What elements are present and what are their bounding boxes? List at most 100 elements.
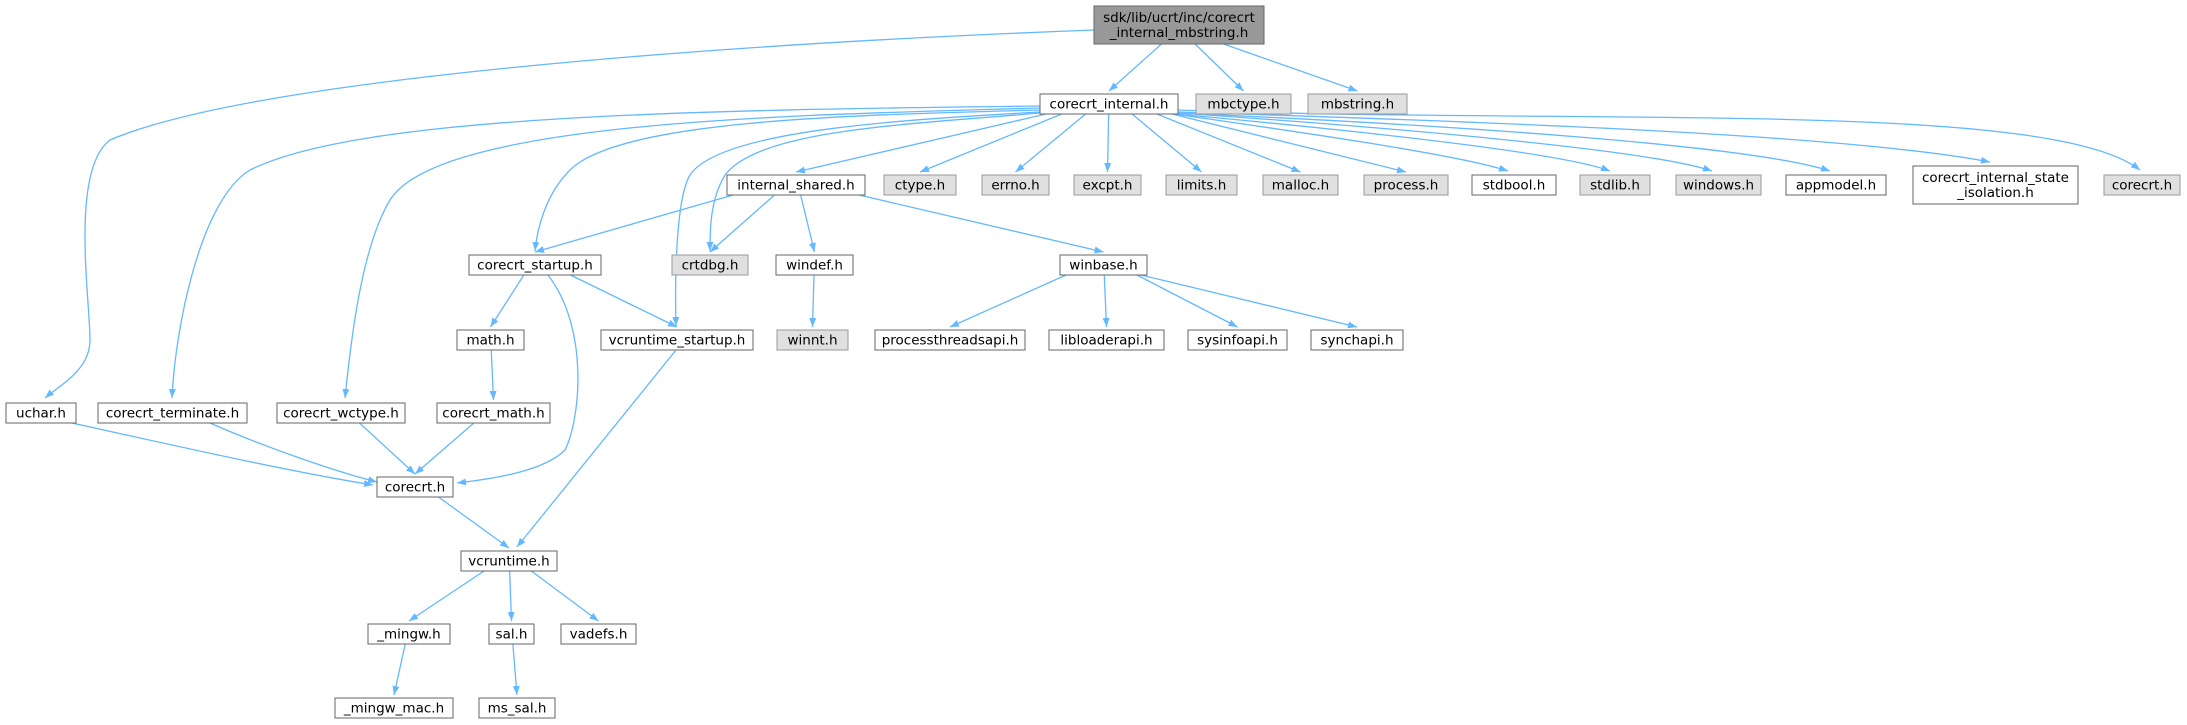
node-box xyxy=(1363,174,1449,196)
edge-corecrt_internal-to-vcruntime_startup xyxy=(672,111,1041,327)
node-label: corecrt.h xyxy=(385,480,445,496)
node-errno[interactable]: errno.h xyxy=(981,174,1050,196)
node-box xyxy=(776,329,849,351)
node-process[interactable]: process.h xyxy=(1363,174,1449,196)
node-corecrt-ext[interactable]: corecrt.h xyxy=(2103,174,2181,196)
node-box xyxy=(600,329,754,351)
node-layer: sdk/lib/ucrt/inc/corecrt_internal_mbstri… xyxy=(5,5,2181,719)
node-corecrt-internal[interactable]: corecrt_internal.h xyxy=(1039,93,1179,115)
node-label: _mingw.h xyxy=(376,627,440,643)
edge-corecrt_math-to-corecrt xyxy=(414,422,475,475)
node-box xyxy=(560,623,637,645)
node-math[interactable]: math.h xyxy=(456,329,525,351)
node-crtdbg[interactable]: crtdbg.h xyxy=(671,254,749,276)
node-box xyxy=(1785,174,1887,196)
node-vcruntime-startup[interactable]: vcruntime_startup.h xyxy=(600,329,754,351)
node-mbctype[interactable]: mbctype.h xyxy=(1195,93,1292,115)
node-box xyxy=(1262,174,1339,196)
node-excpt[interactable]: excpt.h xyxy=(1073,174,1142,196)
node-label: uchar.h xyxy=(16,406,66,422)
node-winbase[interactable]: winbase.h xyxy=(1059,254,1148,276)
edge-internal_shared-to-windef xyxy=(799,194,816,253)
node-box xyxy=(726,174,866,196)
node-sysinfoapi[interactable]: sysinfoapi.h xyxy=(1187,329,1288,351)
edge-internal_shared-to-corecrt_startup xyxy=(534,194,734,253)
node-box xyxy=(1039,93,1179,115)
node-internal-shared[interactable]: internal_shared.h xyxy=(726,174,866,196)
edge-root-to-mbstring xyxy=(1223,43,1358,92)
node-corecrt-wctype[interactable]: corecrt_wctype.h xyxy=(276,402,406,424)
node-malloc[interactable]: malloc.h xyxy=(1262,174,1339,196)
node-label: excpt.h xyxy=(1083,178,1133,194)
edge-internal_shared-to-crtdbg xyxy=(709,194,775,253)
node-winnt[interactable]: winnt.h xyxy=(776,329,849,351)
node-label: corecrt_startup.h xyxy=(477,258,593,274)
node-stdlib[interactable]: stdlib.h xyxy=(1579,174,1651,196)
node-mbstring[interactable]: mbstring.h xyxy=(1307,93,1408,115)
node-label: processthreadsapi.h xyxy=(882,333,1019,349)
node-corecrt-startup[interactable]: corecrt_startup.h xyxy=(468,254,602,276)
node-synchapi[interactable]: synchapi.h xyxy=(1310,329,1404,351)
edge-math-to-corecrt_math xyxy=(489,349,497,401)
node-label: appmodel.h xyxy=(1796,178,1876,194)
node-root[interactable]: sdk/lib/ucrt/inc/corecrt_internal_mbstri… xyxy=(1093,5,1265,45)
edge-windef-to-winnt xyxy=(809,274,817,328)
edge-mingw-to-mingw_mac xyxy=(392,643,406,696)
node-appmodel[interactable]: appmodel.h xyxy=(1785,174,1887,196)
node-corecrt-math[interactable]: corecrt_math.h xyxy=(436,402,551,424)
node-label: errno.h xyxy=(991,178,1039,194)
node-box xyxy=(1310,329,1404,351)
node-ms-sal[interactable]: ms_sal.h xyxy=(478,697,556,719)
edge-sal-to-ms_sal xyxy=(512,643,520,696)
node-label: stdlib.h xyxy=(1590,178,1640,194)
node-limits[interactable]: limits.h xyxy=(1165,174,1238,196)
node-box xyxy=(1912,165,2079,205)
node-corecrt[interactable]: corecrt.h xyxy=(376,476,454,498)
node-box xyxy=(436,402,551,424)
node-mingw[interactable]: _mingw.h xyxy=(367,623,451,645)
node-stdbool[interactable]: stdbool.h xyxy=(1471,174,1557,196)
node-label: sal.h xyxy=(496,627,528,643)
edge-vcruntime_startup-to-vcruntime xyxy=(516,349,677,548)
node-label: winnt.h xyxy=(787,333,837,349)
node-ctype[interactable]: ctype.h xyxy=(883,174,957,196)
edge-corecrt_internal-to-stdbool xyxy=(1173,113,1509,172)
node-state-isolation[interactable]: corecrt_internal_state_isolation.h xyxy=(1912,165,2079,205)
edge-vcruntime-to-vadefs xyxy=(530,570,599,622)
node-mingw-mac[interactable]: _mingw_mac.h xyxy=(334,697,454,719)
edge-corecrt_internal-to-errno xyxy=(1015,113,1087,173)
node-label: math.h xyxy=(466,333,514,349)
node-windef[interactable]: windef.h xyxy=(775,254,854,276)
node-label: windows.h xyxy=(1683,178,1754,194)
node-box xyxy=(488,623,535,645)
edge-corecrt_internal-to-crtdbg xyxy=(706,112,1041,252)
node-label: process.h xyxy=(1374,178,1439,194)
edge-corecrt_internal-to-stdlib xyxy=(1175,113,1611,172)
node-box xyxy=(981,174,1050,196)
node-box xyxy=(1471,174,1557,196)
node-sal[interactable]: sal.h xyxy=(488,623,535,645)
edge-winbase-to-processthreadsapi xyxy=(949,274,1067,328)
node-libloaderapi[interactable]: libloaderapi.h xyxy=(1048,329,1165,351)
node-box xyxy=(367,623,451,645)
node-label: vadefs.h xyxy=(570,627,628,643)
node-box xyxy=(1195,93,1292,115)
node-uchar[interactable]: uchar.h xyxy=(5,402,77,424)
node-processthreadsapi[interactable]: processthreadsapi.h xyxy=(874,329,1026,351)
node-box xyxy=(376,476,454,498)
node-label: mbctype.h xyxy=(1207,97,1279,113)
node-corecrt-terminate[interactable]: corecrt_terminate.h xyxy=(97,402,248,424)
node-box xyxy=(1307,93,1408,115)
node-box xyxy=(883,174,957,196)
node-windows[interactable]: windows.h xyxy=(1675,174,1762,196)
edge-internal_shared-to-winbase xyxy=(858,194,1104,254)
edge-corecrt_internal-to-state_isolation xyxy=(1177,111,1991,164)
edge-vcruntime-to-mingw xyxy=(408,570,485,622)
edge-corecrt_internal-to-appmodel xyxy=(1177,112,1831,172)
node-vadefs[interactable]: vadefs.h xyxy=(560,623,637,645)
node-label: vcruntime.h xyxy=(468,554,549,570)
node-vcruntime[interactable]: vcruntime.h xyxy=(460,550,558,572)
node-label: ctype.h xyxy=(895,178,945,194)
node-box xyxy=(1675,174,1762,196)
edge-corecrt_internal-to-malloc xyxy=(1156,113,1301,173)
